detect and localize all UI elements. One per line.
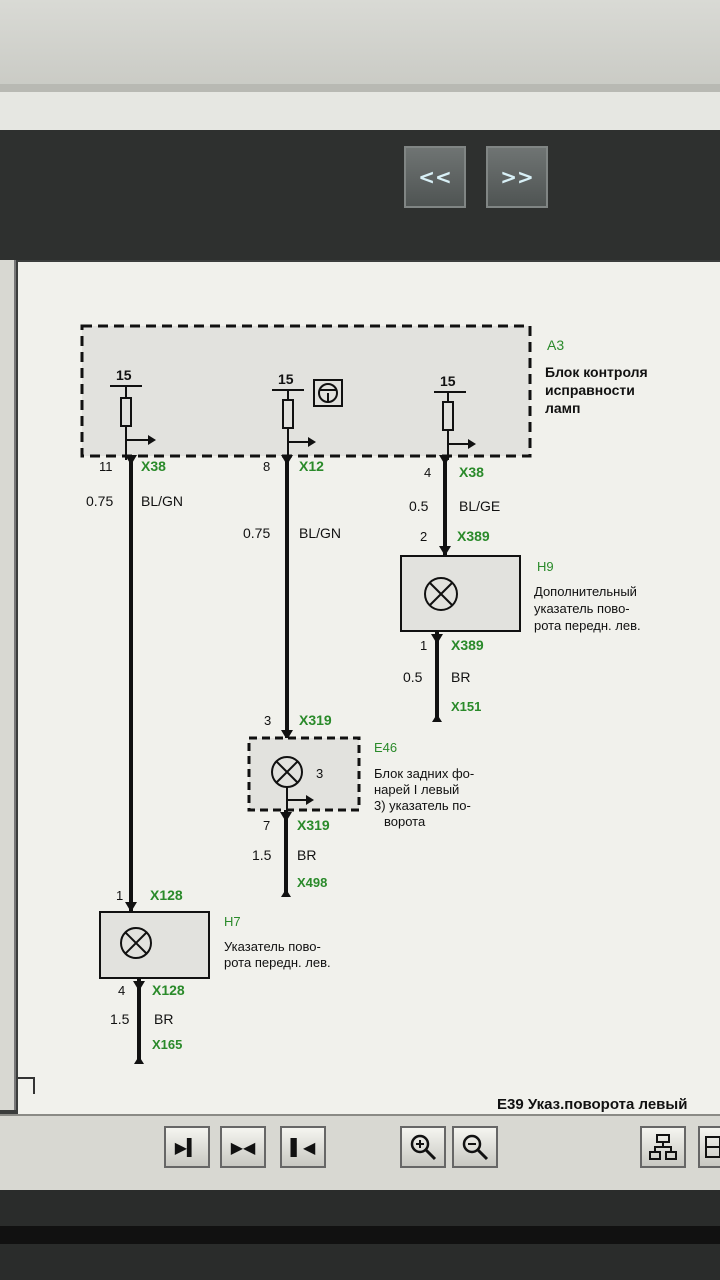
conn-b: X12 xyxy=(299,458,324,474)
navigation-band xyxy=(0,130,720,260)
arrow-right-bar-icon: ▶▍ xyxy=(174,1137,200,1157)
svg-text:рота передн. лев.: рота передн. лев. xyxy=(534,618,641,633)
fuse-a: 15 xyxy=(110,367,156,460)
tree-view-button[interactable] xyxy=(640,1126,686,1168)
svg-text:X389: X389 xyxy=(457,528,490,544)
svg-text:X165: X165 xyxy=(152,1037,182,1052)
zoom-out-button[interactable] xyxy=(452,1126,498,1168)
svg-text:X319: X319 xyxy=(299,712,332,728)
svg-text:E46: E46 xyxy=(374,740,397,755)
svg-text:3: 3 xyxy=(264,713,271,728)
bottom-toolbar xyxy=(0,1114,720,1192)
svg-text:X151: X151 xyxy=(451,699,481,714)
svg-text:7: 7 xyxy=(263,818,270,833)
svg-text:X498: X498 xyxy=(297,875,327,890)
next-page-button[interactable]: >> xyxy=(486,146,548,208)
steering-wheel-icon xyxy=(313,379,343,407)
h7-component: 1 X128 H7 Указатель пово- рота передн. л… xyxy=(99,887,331,1064)
size-c: 0.5 xyxy=(409,498,429,514)
svg-text:4: 4 xyxy=(118,983,125,998)
color-a: BL/GN xyxy=(141,493,183,509)
size-b: 0.75 xyxy=(243,525,270,541)
zoom-out-icon xyxy=(462,1134,489,1161)
a3-desc-3: ламп xyxy=(545,400,581,416)
svg-text:X319: X319 xyxy=(297,817,330,833)
svg-text:1.5: 1.5 xyxy=(252,847,272,863)
svg-text:X128: X128 xyxy=(152,982,185,998)
svg-text:ворота: ворота xyxy=(384,814,426,829)
zoom-in-icon xyxy=(410,1134,437,1161)
grid-icon xyxy=(705,1136,720,1158)
svg-text:указатель пово-: указатель пово- xyxy=(534,601,630,616)
pin-b: 8 xyxy=(263,459,270,474)
color-b: BL/GN xyxy=(299,525,341,541)
svg-text:1: 1 xyxy=(420,638,427,653)
desktop-below xyxy=(0,1190,720,1280)
arrow-left-bar-icon: ▌◀ xyxy=(290,1137,316,1157)
a3-desc-2: исправности xyxy=(545,382,635,398)
svg-text:BR: BR xyxy=(297,847,316,863)
a3-module-box xyxy=(80,324,532,458)
svg-text:15: 15 xyxy=(116,367,132,383)
svg-text:рота передн. лев.: рота передн. лев. xyxy=(224,955,331,970)
svg-text:3) указатель по-: 3) указатель по- xyxy=(374,798,471,813)
svg-text:3: 3 xyxy=(316,766,323,781)
diagram-title: E39 Указ.поворота левый xyxy=(497,1096,688,1113)
window-divider xyxy=(0,84,720,92)
prev-page-button[interactable]: << xyxy=(404,146,466,208)
e46-component: 3 X319 3 E46 Блок задних фо- нарей I лев… xyxy=(247,712,474,897)
svg-text:BR: BR xyxy=(154,1011,173,1027)
svg-text:H7: H7 xyxy=(224,914,241,929)
next-tool-button[interactable] xyxy=(698,1126,720,1168)
conn-a: X38 xyxy=(141,458,166,474)
a3-desc-1: Блок контроля xyxy=(545,364,648,380)
tree-view-icon xyxy=(649,1134,677,1160)
svg-text:BR: BR xyxy=(451,669,470,685)
monitor-bezel xyxy=(0,1226,720,1244)
svg-text:1: 1 xyxy=(116,888,123,903)
color-c: BL/GE xyxy=(459,498,500,514)
left-scroll-panel[interactable] xyxy=(0,260,16,1110)
arrows-inward-icon: ▶◀ xyxy=(230,1137,256,1157)
svg-text:Указатель пово-: Указатель пово- xyxy=(224,939,321,954)
svg-text:X389: X389 xyxy=(451,637,484,653)
resize-grip-icon[interactable] xyxy=(18,1077,35,1094)
window-top-area xyxy=(0,0,720,92)
svg-text:нарей I левый: нарей I левый xyxy=(374,782,459,797)
fit-both-button[interactable]: ▶◀ xyxy=(220,1126,266,1168)
go-end-button[interactable]: ▌◀ xyxy=(280,1126,326,1168)
go-start-button[interactable]: ▶▍ xyxy=(164,1126,210,1168)
svg-text:Блок задних фо-: Блок задних фо- xyxy=(374,766,474,781)
a3-id: A3 xyxy=(547,337,564,353)
svg-text:0.5: 0.5 xyxy=(403,669,423,685)
svg-text:15: 15 xyxy=(440,373,456,389)
svg-text:15: 15 xyxy=(278,371,294,387)
svg-text:1.5: 1.5 xyxy=(110,1011,130,1027)
h9-component: 2 X389 H9 Дополнительный указатель пово-… xyxy=(400,528,641,722)
svg-text:Дополнительный: Дополнительный xyxy=(534,584,637,599)
pin-a: 11 xyxy=(99,459,113,474)
zoom-in-button[interactable] xyxy=(400,1126,446,1168)
conn-c: X38 xyxy=(459,464,484,480)
fuse-b: 15 xyxy=(272,371,316,460)
svg-text:H9: H9 xyxy=(537,559,554,574)
pin-c: 4 xyxy=(424,465,431,480)
size-a: 0.75 xyxy=(86,493,113,509)
svg-text:2: 2 xyxy=(420,529,427,544)
svg-text:X128: X128 xyxy=(150,887,183,903)
